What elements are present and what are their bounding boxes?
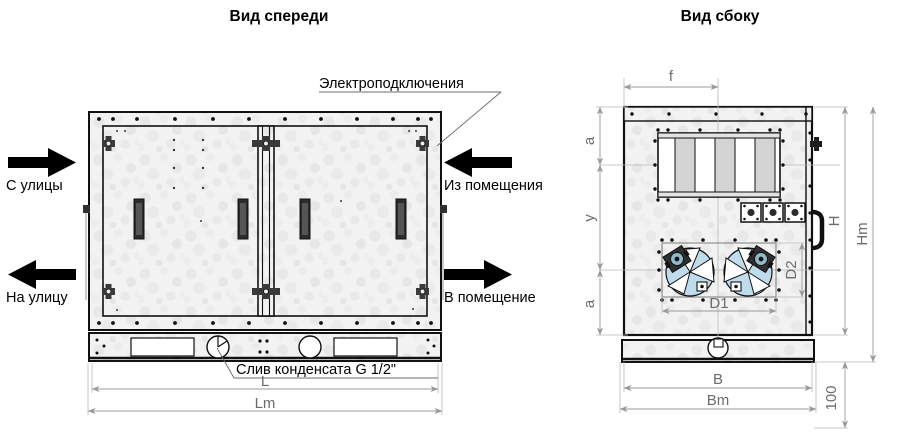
latch-divider-top [252, 136, 280, 151]
front-panel-rivets [116, 130, 417, 311]
dimension-label-a-top: a [581, 136, 598, 145]
side-top-latch [810, 137, 822, 151]
dimension-label-f: f [669, 68, 674, 85]
latch-bottom-right [416, 284, 429, 299]
base-opening-left [130, 337, 195, 357]
front-frame-bolts-bottom [97, 321, 433, 325]
dimension-label-B: B [713, 371, 723, 388]
dimension-label-L: L [261, 373, 269, 390]
callout-condensate-label: Слив конденсата G 1/2" [236, 362, 396, 378]
side-door-handle [811, 209, 825, 251]
side-dimension-B: B [623, 362, 813, 392]
callout-electrical-label: Электроподключения [319, 76, 464, 92]
flow-label-from-room: Из помещения [444, 178, 543, 194]
dimension-label-a-bottom: a [581, 299, 598, 308]
door-handle [395, 198, 407, 240]
side-dimension-a-top: a [581, 106, 604, 166]
side-filter-mount-dots [653, 128, 785, 202]
door-handle [133, 198, 145, 240]
fan-assembly-right [723, 244, 776, 297]
side-view-drawing: f a y a D1 D2 [581, 68, 877, 429]
front-dimension-L: L [91, 363, 439, 393]
side-top-bolts [630, 112, 808, 116]
front-view-drawing: L Lm Электроподключения Слив конденсата … [83, 76, 502, 415]
control-box [740, 202, 762, 223]
dimension-label-100: 100 [823, 385, 840, 410]
side-filter-section [653, 128, 785, 202]
side-dimension-y: y [581, 164, 604, 271]
fan-assembly-left [662, 244, 715, 297]
front-dimension-Lm: Lm [87, 363, 443, 415]
front-hinges [83, 205, 447, 300]
side-dimension-f: f [623, 68, 719, 108]
side-dimension-100: 100 [814, 361, 849, 429]
side-dimension-Bm: Bm [619, 362, 817, 413]
dimension-label-y: y [581, 214, 598, 222]
callout-electrical: Электроподключения [319, 76, 502, 147]
latch-bottom-left [102, 284, 115, 299]
front-door-handles [133, 198, 407, 240]
side-dimension-D2: D2 [776, 242, 806, 298]
hinge-right [440, 205, 447, 213]
side-dimension-H: H [814, 106, 849, 336]
dimension-label-D1: D1 [709, 295, 728, 312]
front-view-title: Вид спереди [230, 8, 329, 25]
dimension-label-Hm: Hm [854, 222, 871, 245]
base-bolt-dots [95, 338, 436, 355]
flow-label-to-street: На улицу [6, 290, 68, 306]
front-frame-bolts-top [97, 117, 433, 121]
side-control-boxes [740, 202, 806, 223]
flow-label-to-room: В помещение [444, 290, 536, 306]
base-drain-port-2 [298, 335, 322, 359]
control-box [784, 202, 806, 223]
door-handle [299, 198, 311, 240]
dimension-label-Lm: Lm [255, 395, 276, 412]
side-view-title: Вид сбоку [681, 8, 760, 25]
control-box [762, 202, 784, 223]
dimension-label-D2: D2 [783, 260, 800, 279]
callout-condensate: Слив конденсата G 1/2" [216, 347, 438, 379]
flow-arrow-from-room: Из помещения [444, 148, 543, 194]
flow-label-from-street: С улицы [6, 178, 63, 194]
front-base-plinth [88, 332, 442, 362]
front-latches [102, 136, 429, 299]
latch-top-left [102, 136, 115, 151]
dimension-label-Bm: Bm [707, 392, 730, 409]
latch-divider-bottom [252, 284, 280, 299]
flow-arrow-to-street: На улицу [6, 260, 76, 306]
dimension-label-H: H [826, 216, 843, 227]
side-dimension-a-bottom: a [581, 269, 604, 336]
side-dimension-D1: D1 [661, 295, 777, 315]
hinge-left [83, 205, 90, 213]
base-opening-right [333, 337, 398, 357]
flow-arrow-to-room: В помещение [444, 260, 536, 306]
latch-top-right [416, 136, 429, 151]
side-right-bolts [808, 131, 812, 324]
side-base-plinth [621, 337, 815, 363]
flow-arrow-from-street: С улицы [6, 148, 76, 194]
door-handle [237, 198, 249, 240]
